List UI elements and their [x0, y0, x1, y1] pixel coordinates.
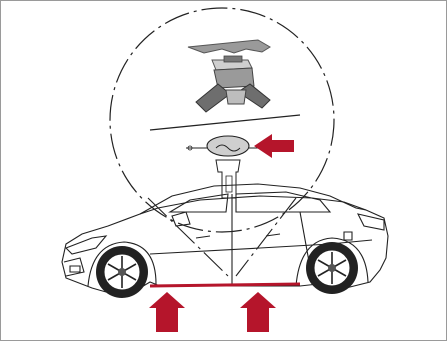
- left-arrow-icon: [254, 134, 294, 158]
- fuel-door: [344, 232, 352, 240]
- rear-window: [236, 192, 330, 212]
- jack-point-notch: [186, 136, 258, 198]
- jack-head: [188, 40, 270, 112]
- up-arrow-icon: [240, 292, 276, 332]
- jack-point-pad: [207, 136, 249, 156]
- front-window: [170, 194, 228, 212]
- jack-saddle-tab: [224, 56, 242, 62]
- rear-hub: [328, 264, 336, 272]
- body-panel-edge: [150, 115, 300, 130]
- headlight: [66, 236, 106, 254]
- front-hub: [118, 268, 126, 276]
- fog-light: [70, 266, 80, 272]
- front-grille: [64, 258, 84, 276]
- front-door-handle: [196, 236, 210, 238]
- jack-arm-center: [226, 90, 246, 104]
- detail-leader-left: [148, 198, 228, 276]
- jack-top-plate: [188, 40, 270, 53]
- up-arrow-icon: [149, 292, 185, 332]
- jack-arm-left: [196, 84, 230, 112]
- detail-leader-right: [236, 198, 296, 276]
- rocker-sill-highlight: [150, 284, 300, 286]
